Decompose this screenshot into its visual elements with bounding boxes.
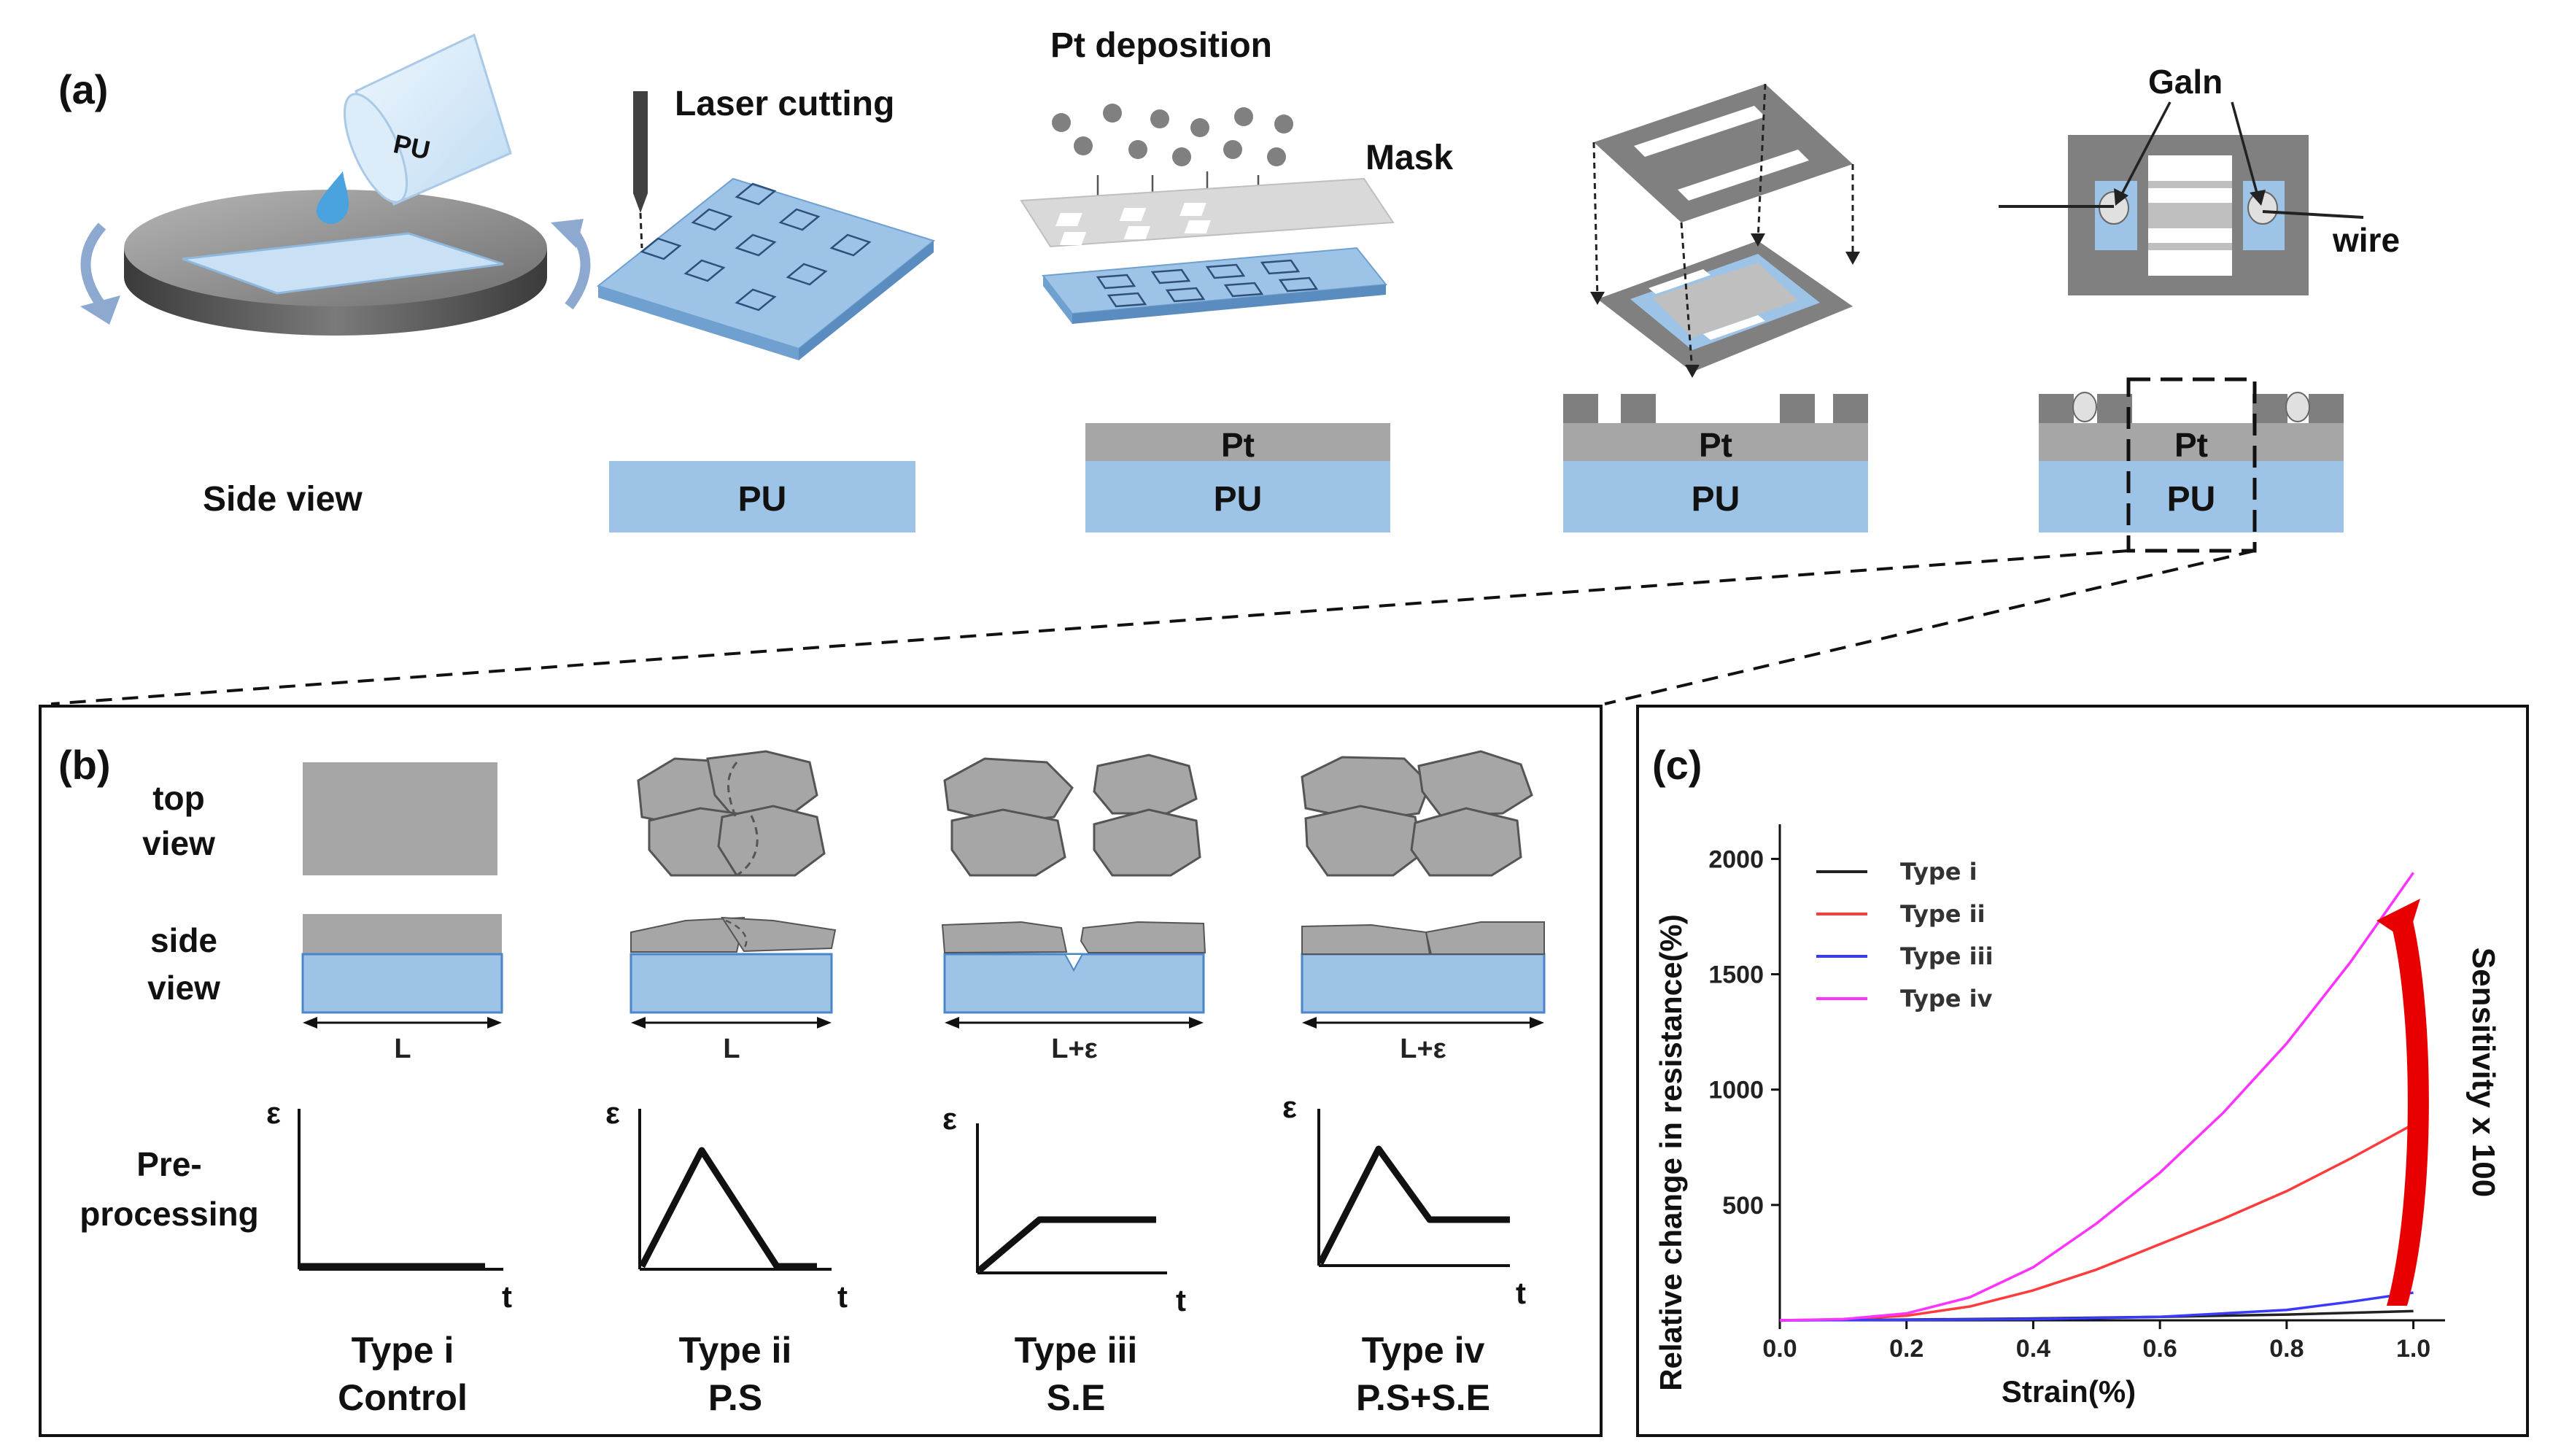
type-ii-desc: P.S — [708, 1377, 762, 1418]
panel-c-frame — [1636, 705, 2529, 1437]
mask-alignment-illustration — [1590, 83, 1860, 378]
type-iii-name: Type iii — [1015, 1330, 1138, 1371]
type-i-eps: ε — [266, 1096, 281, 1130]
type-i-top-view — [303, 762, 497, 875]
type-iv-t: t — [1516, 1276, 1526, 1310]
type-i-name: Type i — [352, 1330, 454, 1371]
type-iii-eps: ε — [942, 1101, 957, 1136]
type-ii-t: t — [837, 1279, 848, 1314]
side-view-pt-label-3: Pt — [2174, 426, 2208, 464]
type-iii-t: t — [1176, 1283, 1186, 1317]
side-view-final-device: Pt PU — [2039, 377, 2344, 553]
side-view-pt-label: Pt — [1221, 426, 1255, 464]
wire-label: wire — [2332, 221, 2400, 259]
pu-bottle-label: PU — [391, 128, 433, 166]
y-axis-label: Relative change in resistance(%) — [1654, 914, 1688, 1391]
type-iv-column: L+ε ε t Type iv P.S+S.E — [1282, 750, 1546, 1418]
type-iii-column: L+ε ε t Type iii S.E — [941, 754, 1206, 1418]
side-view-pu-label-3: PU — [1692, 480, 1740, 519]
panel-b-label: (b) — [58, 742, 111, 788]
type-ii-name: Type ii — [679, 1330, 792, 1371]
panel-b-frame — [39, 705, 1603, 1437]
resistance-strain-chart: 0.0 0.2 0.4 0.6 0.8 1.0 500 1000 1500 2000Strain(… — [1654, 824, 2501, 1409]
legend-label-2: Type ii — [1900, 900, 1986, 928]
y-tick-label: 2000 — [1708, 845, 1764, 873]
series-line-3 — [1779, 1291, 2414, 1322]
x-tick-label: 0.8 — [2269, 1335, 2304, 1363]
panel-c: (c) 0.0 0.2 0.4 0.6 0.8 1.0 500 1000 1500 2000Str… — [1636, 705, 2529, 1437]
x-tick-label: 0.6 — [2143, 1335, 2177, 1363]
gain-label: Galn — [2148, 63, 2223, 101]
pt-deposition-label: Pt deposition — [1050, 26, 1272, 65]
pre-processing-label-1: Pre- — [136, 1145, 201, 1183]
type-iii-desc: S.E — [1047, 1377, 1106, 1418]
side-view-masked: Pt PU — [1563, 394, 1868, 533]
panel-a: (a) PU — [50, 26, 2400, 705]
type-iv-name: Type iv — [1362, 1330, 1485, 1371]
x-tick-label: 1.0 — [2396, 1335, 2430, 1363]
type-iv-desc: P.S+S.E — [1356, 1377, 1490, 1418]
panel-c-label: (c) — [1652, 742, 1702, 788]
y-tick-label: 1500 — [1708, 961, 1764, 989]
mask-label: Mask — [1365, 139, 1453, 177]
top-view-label-2: view — [142, 824, 215, 862]
legend-label-3: Type iii — [1900, 942, 1994, 970]
type-ii-length: L — [723, 1034, 740, 1064]
type-i-t: t — [502, 1279, 512, 1314]
side-view-label: Side view — [203, 480, 363, 519]
zoom-line-right — [1604, 549, 2255, 705]
side-view-pt-label-2: Pt — [1699, 426, 1732, 464]
legend-label-1: Type i — [1900, 858, 1977, 886]
panel-a-label: (a) — [58, 66, 108, 112]
sensitivity-arrow — [2387, 912, 2429, 1306]
side-view-pu-label-4: PU — [2167, 480, 2216, 519]
sensitivity-annotation: Sensitivity x 100 — [2465, 948, 2501, 1197]
laser-cutting-illustration: Laser cutting — [596, 85, 936, 360]
side-view-pu-label-2: PU — [1214, 480, 1263, 519]
y-tick-label: 1000 — [1708, 1077, 1764, 1104]
pre-processing-label-2: processing — [80, 1195, 258, 1233]
pu-bottle: PU — [316, 33, 512, 225]
pt-deposition-illustration: Pt deposition Mask — [991, 26, 1453, 324]
spin-coater-illustration — [80, 190, 591, 336]
x-tick-label: 0.0 — [1762, 1335, 1797, 1363]
type-ii-column: L ε t Type ii P.S — [605, 750, 848, 1418]
top-view-label-1: top — [152, 779, 205, 817]
series-line-4 — [1779, 872, 2415, 1322]
laser-cutting-label: Laser cutting — [675, 85, 894, 123]
sensitivity-arrowhead — [2376, 899, 2420, 941]
side-view-b-label-2: view — [147, 969, 220, 1007]
side-view-pt-pu: Pt PU — [1085, 423, 1390, 533]
x-axis-label: Strain(%) — [2002, 1374, 2136, 1409]
device-top-view: Galn wire — [1999, 63, 2400, 295]
type-iv-length: L+ε — [1400, 1034, 1446, 1064]
type-i-column: L ε t Type i Control — [266, 762, 512, 1418]
y-tick-label: 500 — [1722, 1192, 1764, 1220]
type-i-desc: Control — [338, 1377, 468, 1418]
type-iii-length: L+ε — [1051, 1034, 1097, 1064]
side-view-b-label-1: side — [150, 921, 217, 959]
zoom-box — [2126, 377, 2257, 553]
series-line-2 — [1779, 1123, 2414, 1322]
zoom-line-left — [50, 549, 2129, 705]
x-tick-label: 0.2 — [1889, 1335, 1924, 1363]
type-i-length: L — [394, 1034, 411, 1064]
x-tick-label: 0.4 — [2016, 1335, 2050, 1363]
side-view-pu-label: PU — [738, 480, 787, 519]
type-ii-eps: ε — [605, 1096, 620, 1130]
type-iv-eps: ε — [1282, 1090, 1297, 1124]
panel-b: (b) top view side view Pre- processing L… — [39, 705, 1603, 1437]
side-view-pu: PU — [609, 461, 915, 533]
legend-label-4: Type iv — [1900, 985, 1993, 1012]
